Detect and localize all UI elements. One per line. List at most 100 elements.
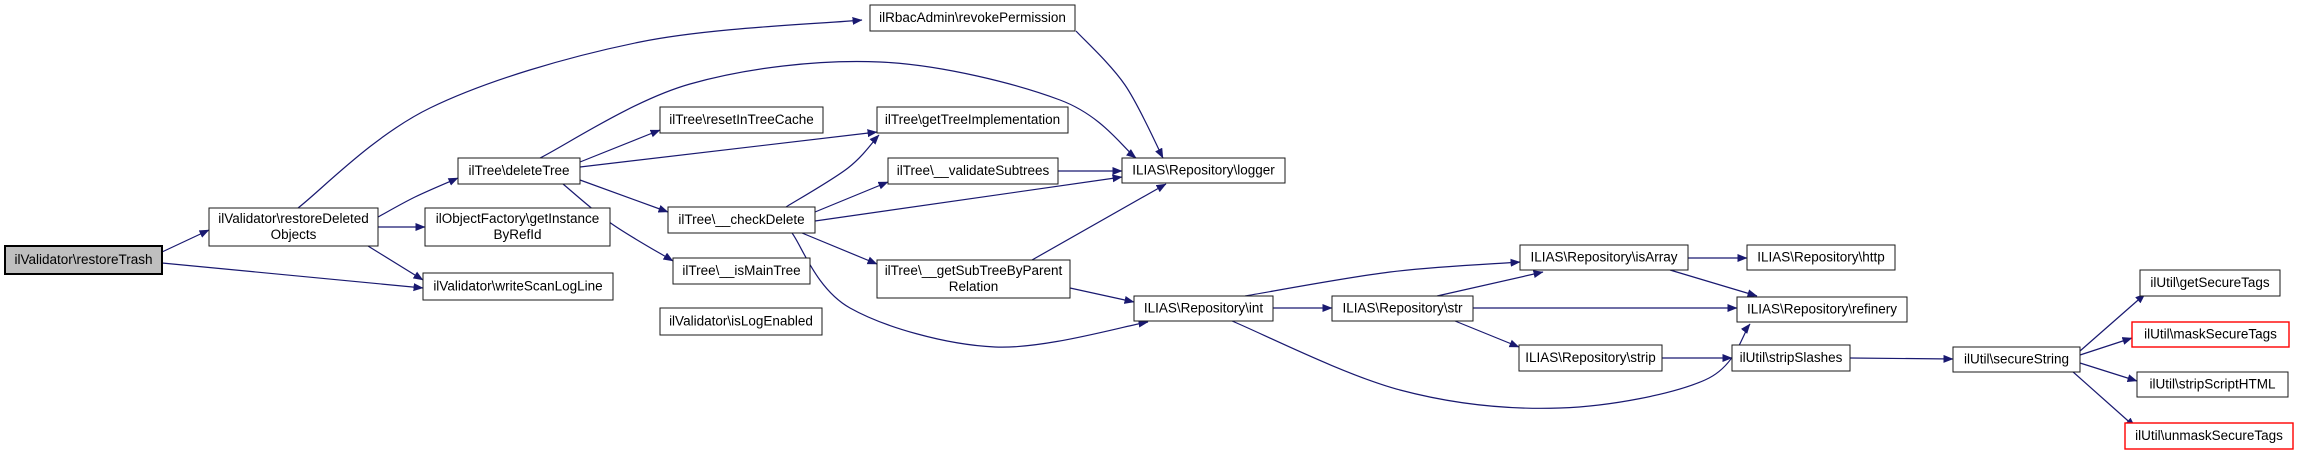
node-label: ilUtil\stripScriptHTML bbox=[2149, 377, 2276, 392]
edge-iltree-checkdelete-to-iltree-validatesubtrees bbox=[814, 181, 889, 213]
node-label-line: ilValidator\restoreDeleted bbox=[218, 211, 369, 226]
node-ilias-repository-logger[interactable]: ILIAS\Repository\logger bbox=[1121, 157, 1286, 184]
node-label-line: ilUtil\unmaskSecureTags bbox=[2135, 428, 2283, 443]
node-ilutil-stripslashes[interactable]: ilUtil\stripSlashes bbox=[1731, 344, 1851, 372]
edge-ilias-repository-isarray-to-ilias-repository-refinery bbox=[1669, 269, 1758, 298]
node-label: ilTree\getTreeImplementation bbox=[885, 112, 1060, 127]
node-label-line: ilValidator\writeScanLogLine bbox=[433, 279, 602, 294]
edge-ilutil-securestring-to-ilutil-getsecuretags bbox=[2079, 293, 2146, 352]
node-ilvalidator-writescanlogline[interactable]: ilValidator\writeScanLogLine bbox=[422, 272, 614, 301]
edges-layer bbox=[161, 16, 2146, 428]
node-iltree-resetintreecache[interactable]: ilTree\resetInTreeCache bbox=[659, 106, 824, 134]
node-label-line: ILIAS\Repository\logger bbox=[1132, 163, 1275, 178]
node-label: ilRbacAdmin\revokePermission bbox=[879, 10, 1066, 25]
node-ilvalidator-restoretrash[interactable]: ilValidator\restoreTrash bbox=[4, 245, 163, 275]
node-label-line: ilRbacAdmin\revokePermission bbox=[879, 10, 1066, 25]
node-box bbox=[1736, 296, 1908, 323]
edge-ilvalidator-restoredeletedobjects-to-iltree-deletetree bbox=[377, 177, 459, 218]
node-label-line: ILIAS\Repository\int bbox=[1144, 301, 1264, 316]
node-iltree-deletetree[interactable]: ilTree\deleteTree bbox=[457, 157, 581, 185]
node-label-line: ilUtil\maskSecureTags bbox=[2144, 327, 2277, 342]
edge-ilutil-securestring-to-ilutil-masksecuretags bbox=[2079, 337, 2133, 356]
node-label: ilUtil\maskSecureTags bbox=[2144, 327, 2277, 342]
edge-ilutil-securestring-to-ilutil-unmasksecuretags bbox=[2071, 370, 2136, 428]
node-box bbox=[1133, 295, 1274, 322]
node-label: ilTree\__validateSubtrees bbox=[897, 163, 1050, 178]
node-box bbox=[2124, 422, 2294, 450]
node-ilutil-stripscripthtml[interactable]: ilUtil\stripScriptHTML bbox=[2136, 371, 2289, 398]
node-box bbox=[1331, 295, 1474, 322]
edge-ilvalidator-restoretrash-to-ilvalidator-restoredeletedobjects bbox=[161, 229, 210, 253]
node-label-line: ilTree\__isMainTree bbox=[682, 263, 800, 278]
node-ilias-repository-str[interactable]: ILIAS\Repository\str bbox=[1331, 295, 1474, 322]
node-label: ilUtil\stripSlashes bbox=[1740, 350, 1843, 365]
node-iltree-ismaintree[interactable]: ilTree\__isMainTree bbox=[672, 257, 811, 285]
node-box bbox=[2136, 371, 2289, 398]
node-label-line: ilUtil\stripSlashes bbox=[1740, 350, 1843, 365]
node-label-line: ByRefId bbox=[493, 227, 541, 242]
node-label: ilValidator\writeScanLogLine bbox=[433, 279, 602, 294]
node-label-line: ilTree\__validateSubtrees bbox=[897, 163, 1050, 178]
node-ilias-repository-http[interactable]: ILIAS\Repository\http bbox=[1746, 244, 1896, 271]
edge-iltree-deletetree-to-iltree-resetintreecache bbox=[579, 129, 661, 163]
node-box bbox=[876, 259, 1071, 299]
edge-iltree-deletetree-to-iltree-ismaintree bbox=[562, 183, 674, 262]
node-box bbox=[1519, 244, 1689, 271]
node-ilvalidator-islogenabled[interactable]: ilValidator\isLogEnabled bbox=[659, 307, 823, 336]
node-iltree-gettreeimplementation[interactable]: ilTree\getTreeImplementation bbox=[876, 106, 1069, 134]
node-label-line: ilUtil\secureString bbox=[1964, 352, 2069, 367]
node-ilias-repository-strip[interactable]: ILIAS\Repository\strip bbox=[1518, 344, 1663, 372]
node-ilutil-securestring[interactable]: ilUtil\secureString bbox=[1952, 346, 2081, 373]
edge-ilrbacadmin-revokepermission-to-ilias-repository-logger bbox=[1075, 30, 1164, 159]
node-box bbox=[4, 245, 163, 275]
node-box bbox=[424, 207, 611, 247]
node-box bbox=[422, 272, 614, 301]
node-label-line: Relation bbox=[949, 279, 999, 294]
edge-ilvalidator-restoretrash-to-ilvalidator-writescanlogline bbox=[161, 262, 424, 292]
node-label-line: ilValidator\isLogEnabled bbox=[669, 314, 813, 329]
node-label-line: ILIAS\Repository\isArray bbox=[1530, 250, 1677, 265]
node-box bbox=[1746, 244, 1896, 271]
node-iltree-checkdelete[interactable]: ilTree\__checkDelete bbox=[667, 206, 816, 234]
node-label: ilUtil\getSecureTags bbox=[2150, 275, 2270, 290]
node-label-line: ilTree\__getSubTreeByParent bbox=[885, 263, 1063, 278]
node-box bbox=[667, 206, 816, 234]
node-label-line: ILIAS\Repository\strip bbox=[1525, 350, 1656, 365]
node-box bbox=[2139, 269, 2281, 297]
edge-iltree-checkdelete-to-iltree-gettreeimplementation bbox=[785, 134, 880, 208]
edge-ilvalidator-restoredeletedobjects-to-ilvalidator-writescanlogline bbox=[367, 245, 424, 281]
node-box bbox=[887, 157, 1059, 185]
node-label: ilTree\__checkDelete bbox=[678, 212, 804, 227]
edge-iltree-getsubtreebyparentrelation-to-ilias-repository-logger bbox=[1031, 183, 1167, 261]
node-ilrbacadmin-revokepermission[interactable]: ilRbacAdmin\revokePermission bbox=[869, 4, 1076, 32]
node-label: ilUtil\unmaskSecureTags bbox=[2135, 428, 2283, 443]
node-label: ilUtil\secureString bbox=[1964, 352, 2069, 367]
node-box bbox=[672, 257, 811, 285]
edge-ilias-repository-str-to-ilias-repository-isarray bbox=[1436, 270, 1544, 297]
node-label: ilTree\__isMainTree bbox=[682, 263, 800, 278]
node-label-line: ilTree\resetInTreeCache bbox=[669, 112, 814, 127]
node-label: ILIAS\Repository\isArray bbox=[1530, 250, 1677, 265]
node-ilutil-unmasksecuretags[interactable]: ilUtil\unmaskSecureTags bbox=[2124, 422, 2294, 450]
edge-iltree-getsubtreebyparentrelation-to-ilias-repository-int bbox=[1069, 287, 1135, 304]
node-ilias-repository-int[interactable]: ILIAS\Repository\int bbox=[1133, 295, 1274, 322]
node-ilutil-masksecuretags[interactable]: ilUtil\maskSecureTags bbox=[2131, 321, 2290, 348]
node-ilias-repository-refinery[interactable]: ILIAS\Repository\refinery bbox=[1736, 296, 1908, 323]
edge-iltree-deletetree-to-ilias-repository-logger bbox=[539, 60, 1137, 159]
edge-ilvalidator-restoredeletedobjects-to-ilrbacadmin-revokepermission bbox=[297, 16, 863, 209]
node-label: ilTree\deleteTree bbox=[468, 163, 569, 178]
node-label-line: ilTree\deleteTree bbox=[468, 163, 569, 178]
node-ilutil-getsecuretags[interactable]: ilUtil\getSecureTags bbox=[2139, 269, 2281, 297]
node-ilias-repository-isarray[interactable]: ILIAS\Repository\isArray bbox=[1519, 244, 1689, 271]
node-label-line: ILIAS\Repository\refinery bbox=[1747, 302, 1897, 317]
node-box bbox=[869, 4, 1076, 32]
node-iltree-validatesubtrees[interactable]: ilTree\__validateSubtrees bbox=[887, 157, 1059, 185]
